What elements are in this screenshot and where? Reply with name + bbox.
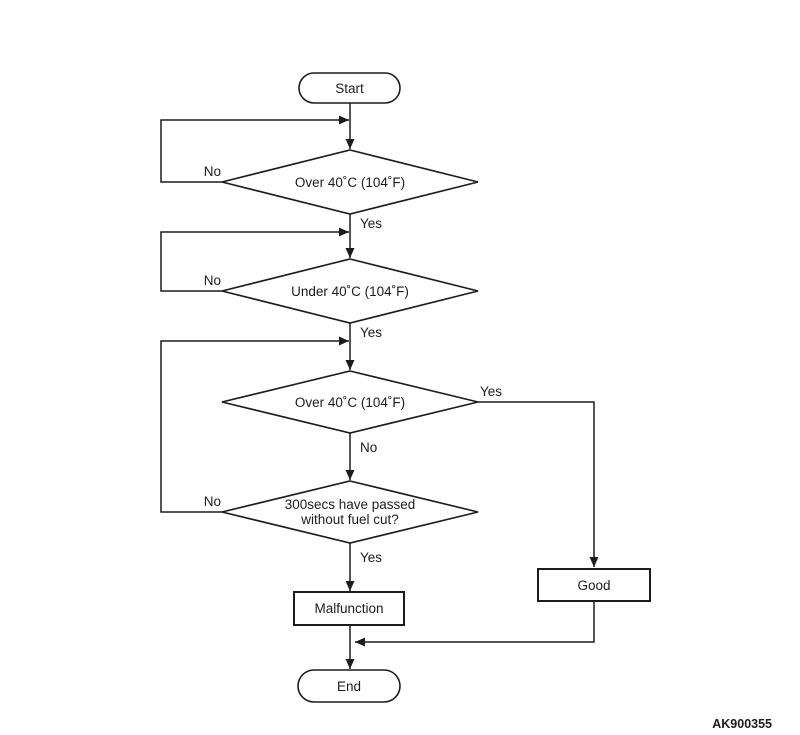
edge-label-group: No Yes No Yes Yes No No Yes xyxy=(204,164,503,565)
end-label: End xyxy=(337,679,361,694)
edge-label-no-3: No xyxy=(360,440,377,455)
figure-code: AK900355 xyxy=(712,717,772,731)
edge-decision4-no-loop xyxy=(160,336,349,513)
edge-decision2-no-loop xyxy=(160,227,349,292)
node-start: Start xyxy=(298,72,401,104)
node-decision-300secs: 300secs have passed without fuel cut? xyxy=(221,480,479,544)
decision1-label: Over 40˚C (104˚F) xyxy=(295,175,405,190)
node-end: End xyxy=(297,669,401,703)
edge-label-no-2: No xyxy=(204,273,221,288)
good-box-shape xyxy=(537,568,651,602)
decision4-label-line1: 300secs have passed xyxy=(285,497,416,512)
edge-label-yes-4: Yes xyxy=(360,550,382,565)
decision2-label: Under 40˚C (104˚F) xyxy=(291,284,409,299)
node-decision-under-40c: Under 40˚C (104˚F) xyxy=(221,258,479,324)
decision3-diamond-shape xyxy=(221,370,479,434)
decision1-diamond-shape xyxy=(221,149,479,215)
node-malfunction: Malfunction xyxy=(293,591,405,626)
edge-label-yes-1: Yes xyxy=(360,216,382,231)
edge-group xyxy=(160,103,599,669)
node-decision-over-40c-1: Over 40˚C (104˚F) xyxy=(221,149,479,215)
edge-decision1-no-loop xyxy=(160,115,349,183)
malfunction-label: Malfunction xyxy=(314,601,383,616)
node-decision-over-40c-2: Over 40˚C (104˚F) xyxy=(221,370,479,434)
good-label: Good xyxy=(577,578,610,593)
edge-label-no-1: No xyxy=(204,164,221,179)
edge-good-to-end-junction xyxy=(355,601,595,647)
malfunction-box-shape xyxy=(293,591,405,626)
start-terminator-shape xyxy=(298,72,401,104)
end-terminator-shape xyxy=(297,669,401,703)
edge-label-no-4: No xyxy=(204,494,221,509)
decision3-label: Over 40˚C (104˚F) xyxy=(295,395,405,410)
decision4-diamond-shape xyxy=(221,480,479,544)
edge-label-yes-3: Yes xyxy=(480,384,502,399)
start-label: Start xyxy=(335,81,364,96)
node-good: Good xyxy=(537,568,651,602)
edge-decision3-yes-to-good xyxy=(478,401,599,567)
decision4-label-line2: without fuel cut? xyxy=(300,512,399,527)
edge-label-yes-2: Yes xyxy=(360,325,382,340)
decision2-diamond-shape xyxy=(221,258,479,324)
